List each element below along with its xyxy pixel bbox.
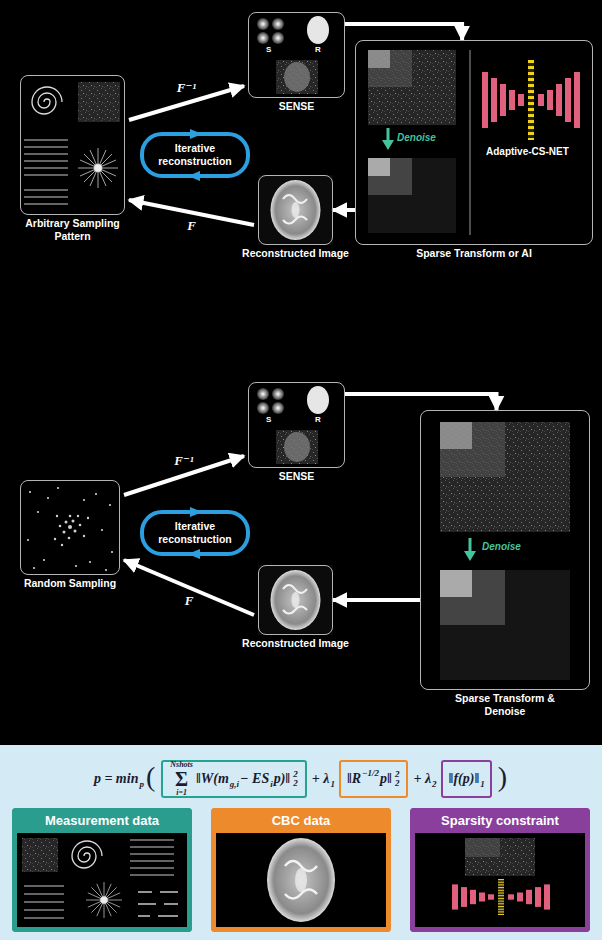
sense-images [257, 16, 329, 94]
caption-text: Random Sampling [15, 577, 125, 590]
image-panel: SENSE [248, 382, 345, 468]
sampling-pattern [24, 82, 120, 204]
loop-line [142, 512, 248, 554]
brain-image [258, 175, 333, 245]
equation-symbol: 2 [293, 779, 298, 788]
panel-heading: CBC data [213, 810, 389, 832]
panel-ground [0, 745, 602, 940]
loop-line [142, 134, 248, 176]
panel-heading: Measurement data [14, 810, 190, 832]
loop-label: Iterative reconstruction [140, 510, 250, 556]
equation-symbol: ‖f(p)‖ [449, 771, 480, 787]
text-label: S [266, 415, 271, 424]
equation-term: ‖R−1/2p‖22 [339, 760, 409, 798]
equation-symbol: p = min [94, 771, 139, 787]
measurement-panel [12, 808, 192, 932]
equation-symbol: −1/2 [362, 768, 379, 778]
text-label: Adaptive-CS-NET [486, 146, 569, 157]
image-panel: Reconstructed Image [258, 175, 333, 245]
equation-symbol: 1 [330, 779, 335, 789]
caption-text: Arbitrary Sampling Pattern [17, 217, 129, 242]
equation-symbol: ) [498, 761, 507, 793]
sparse-images [368, 50, 580, 680]
component-box: Sparsity constraint [410, 808, 590, 932]
equation-symbol: − ES [240, 771, 269, 787]
component-box: CBC data [211, 808, 391, 932]
panel-heading: Sparsity constraint [412, 810, 588, 832]
loop-label: Iterative reconstruction [140, 132, 250, 178]
equation-symbol: Σ [175, 769, 188, 789]
equation-term: NshotsΣi=1‖W(mg,i− ESip)‖22 [161, 760, 306, 798]
flow-arrow [333, 208, 355, 212]
equation-symbol: + λ [413, 771, 431, 787]
equation-symbol: p [139, 779, 144, 789]
equation-symbol: 2 [395, 770, 400, 779]
edge-label: F⁻¹ [172, 453, 195, 469]
flow-arrow [333, 598, 420, 602]
random-sampling [27, 487, 113, 571]
equation-symbol: ( [146, 761, 155, 793]
index-stack: 22 [293, 770, 298, 788]
caption-text: SENSE [252, 100, 342, 113]
equation-symbol: g,i [230, 779, 239, 789]
caption-text: Reconstructed Image [240, 247, 352, 260]
image-panel: Random Sampling [20, 480, 120, 575]
image-panel: Sparse Transform or AI [355, 40, 593, 245]
sparsity-panel [410, 808, 590, 932]
loop-arrowhead [190, 507, 202, 517]
loop-text: Iterative reconstruction [154, 520, 236, 545]
equation-symbol: 2 [395, 779, 400, 788]
loop-arrowhead [188, 171, 200, 181]
loop-box: Iterative reconstruction [140, 510, 250, 556]
index-stack: 22 [395, 770, 400, 788]
text-label: R [315, 45, 321, 54]
image-panel: Reconstructed Image [258, 565, 333, 635]
text-label: R [315, 415, 321, 424]
text-label: Denoise [482, 541, 521, 552]
equation-term: ‖f(p)‖1 [441, 760, 492, 798]
equation-symbol: ‖W(m [196, 771, 229, 787]
index-stack: NshotsΣi=1 [170, 761, 193, 797]
edge-label: F [183, 593, 196, 609]
equation-symbol: 2 [293, 770, 298, 779]
caption-text: SENSE [252, 470, 342, 483]
equation-symbol: ‖R [347, 771, 361, 787]
caption-text: Sparse Transform or AI [364, 247, 584, 260]
equation-symbol: p)‖ [274, 771, 291, 787]
cbc-panel [211, 808, 391, 932]
flow-arrow [345, 394, 497, 410]
equation-symbol: 1 [480, 779, 485, 789]
edge-label: F⁻¹ [175, 80, 198, 96]
equation: p = minp(NshotsΣi=1‖W(mg,i− ESip)‖22+ λ1… [0, 756, 602, 802]
equation-symbol: p‖ [380, 771, 392, 787]
image-panel: Arbitrary Sampling Pattern [20, 75, 125, 215]
caption-text: Reconstructed Image [240, 637, 352, 650]
edge-label: F [185, 218, 198, 234]
equation-symbol: Nshots [170, 761, 193, 769]
loop-arrowhead [188, 549, 200, 559]
caption-text: Sparse Transform & Denoise [445, 692, 565, 717]
loop-text: Iterative reconstruction [154, 142, 236, 167]
text-label: Denoise [397, 132, 436, 143]
image-panel: SENSE [248, 12, 345, 98]
equation-symbol: + λ [312, 771, 330, 787]
loop-arrowhead [190, 129, 202, 139]
flow-arrow [124, 560, 254, 615]
loop-box: Iterative reconstruction [140, 132, 250, 178]
equation-symbol: i [270, 779, 273, 789]
equation-symbol: 2 [432, 779, 437, 789]
component-box: Measurement data [12, 808, 192, 932]
equation-symbol: i=1 [176, 789, 187, 797]
flow-arrow [345, 24, 462, 40]
text-label: S [266, 45, 271, 54]
